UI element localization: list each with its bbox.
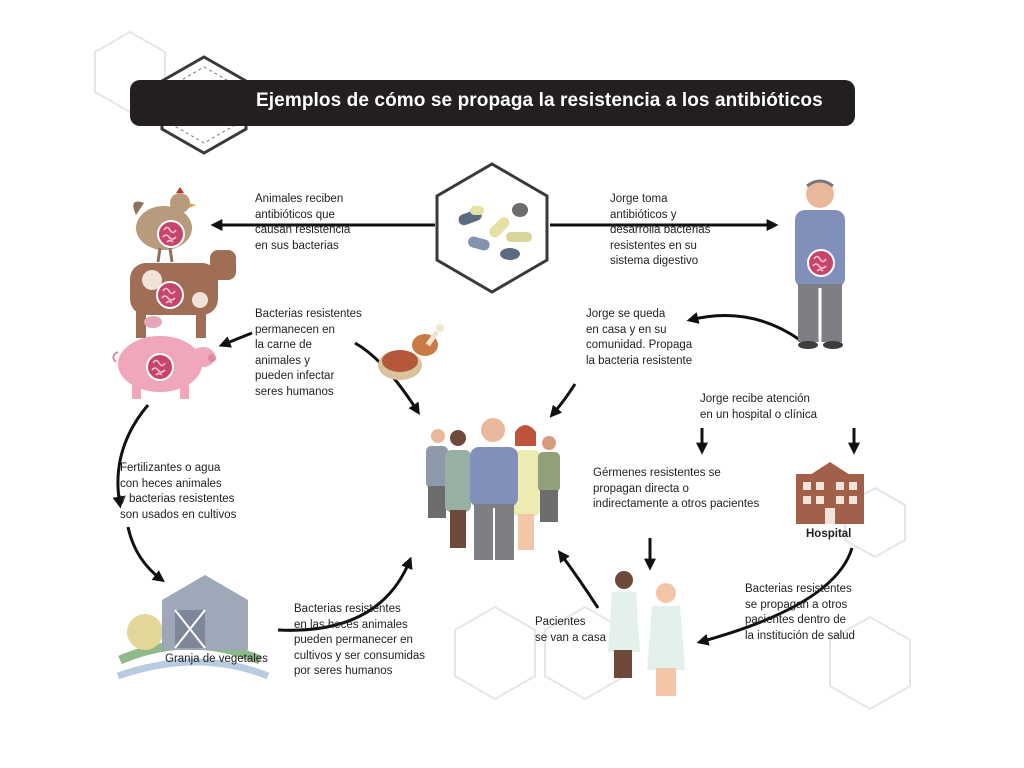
caption-bacteria-feces: Bacterias resistentes en las heces anima…: [294, 603, 426, 677]
pig-illustration: [112, 336, 216, 399]
barn-icon: [116, 575, 270, 680]
caption-fertilizers: Fertilizantes o agua con heces animales …: [120, 462, 237, 521]
hospital-label: Hospital: [806, 528, 852, 540]
caption-jorge-hospital: Jorge recibe atención en un hospital o c…: [700, 393, 817, 421]
jorge-figure: [795, 179, 845, 349]
chicken-illustration: [133, 187, 196, 263]
pills-icon: [435, 162, 549, 294]
hospital-building-icon: [796, 462, 864, 524]
caption-bacteria-institution: Bacterias resistentes se propagan a otro…: [745, 583, 855, 642]
patients-figure: [608, 571, 685, 696]
meat-icon: [378, 324, 444, 380]
cow-illustration: [130, 250, 236, 338]
title-bar: Ejemplos de cómo se propaga la resistenc…: [130, 80, 855, 126]
page-title: Ejemplos de cómo se propaga la resistenc…: [256, 90, 823, 111]
people-group: [426, 418, 560, 560]
caption-animals-receive: Animales reciben antibióticos que causan…: [255, 193, 351, 252]
caption-bacteria-meat: Bacterias resistentes permanecen en la c…: [255, 308, 362, 398]
farm-label: Granja de vegetales: [165, 653, 268, 665]
caption-patients-home: Pacientes se van a casa: [535, 616, 606, 644]
caption-jorge-takes: Jorge toma antibióticos y desarrolla bac…: [610, 193, 711, 267]
caption-jorge-stays: Jorge se queda en casa y en su comunidad…: [586, 308, 693, 367]
caption-germs-spread: Gérmenes resistentes se propagan directa…: [593, 467, 760, 510]
